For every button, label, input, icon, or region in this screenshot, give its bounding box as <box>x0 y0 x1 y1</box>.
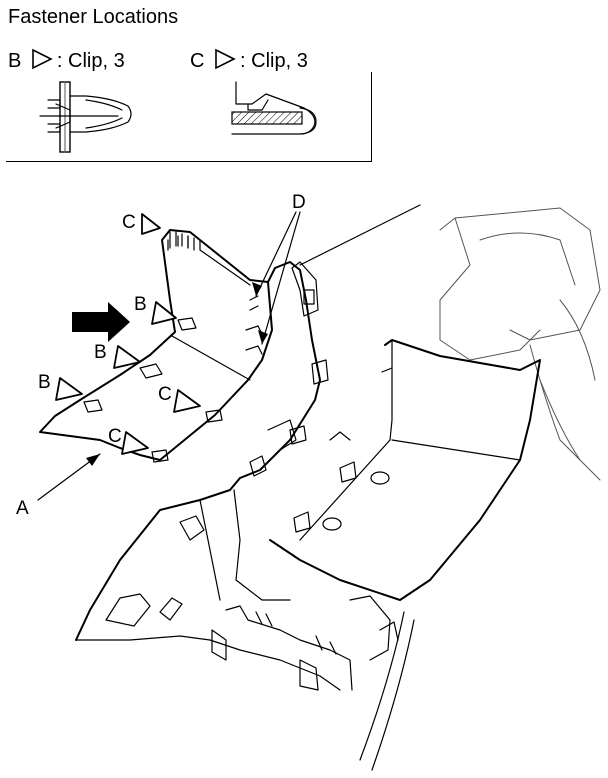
callout-c-top: C <box>122 212 136 233</box>
callout-b-middle: B <box>94 342 107 363</box>
triangle-pointer-icon <box>214 48 236 76</box>
console-structure-outline <box>299 204 601 481</box>
direction-arrow-icon <box>72 302 130 342</box>
callout-b-upper: B <box>134 294 147 315</box>
side-trim-panel-a <box>39 229 273 463</box>
triangle-pointer-icon <box>151 301 177 325</box>
clip-c-icon <box>231 81 317 135</box>
callout-leaders <box>37 211 301 501</box>
callout-c-middle: C <box>158 384 172 405</box>
legend-text-c: : Clip, 3 <box>240 50 308 72</box>
legend-clip-b: B : Clip, 3 <box>8 48 125 76</box>
callout-a: A <box>16 498 29 519</box>
triangle-pointer-icon <box>173 389 201 413</box>
clip-b-icon <box>39 81 132 153</box>
lower-trim-assembly <box>75 419 415 771</box>
triangle-pointer-icon <box>31 48 53 76</box>
pillar-trim <box>239 261 329 479</box>
legend-frame <box>6 72 372 162</box>
triangle-pointer-icon <box>121 431 149 455</box>
triangle-pointer-icon <box>55 377 83 401</box>
legend-clip-c: C : Clip, 3 <box>190 48 308 76</box>
callout-b-lower: B <box>38 372 51 393</box>
callout-d: D <box>292 192 306 213</box>
clip-location-markers <box>55 213 201 455</box>
legend-text-b: : Clip, 3 <box>56 50 125 72</box>
callout-c-lower: C <box>108 426 122 447</box>
diagram-title: Fastener Locations <box>8 6 179 28</box>
legend-letter-b: B <box>8 50 22 72</box>
legend-letter-c: C <box>190 50 205 72</box>
triangle-pointer-icon <box>141 213 161 235</box>
triangle-pointer-icon <box>113 345 141 369</box>
callout-labels: C B B B C C D A <box>16 192 306 519</box>
center-console <box>269 339 541 601</box>
